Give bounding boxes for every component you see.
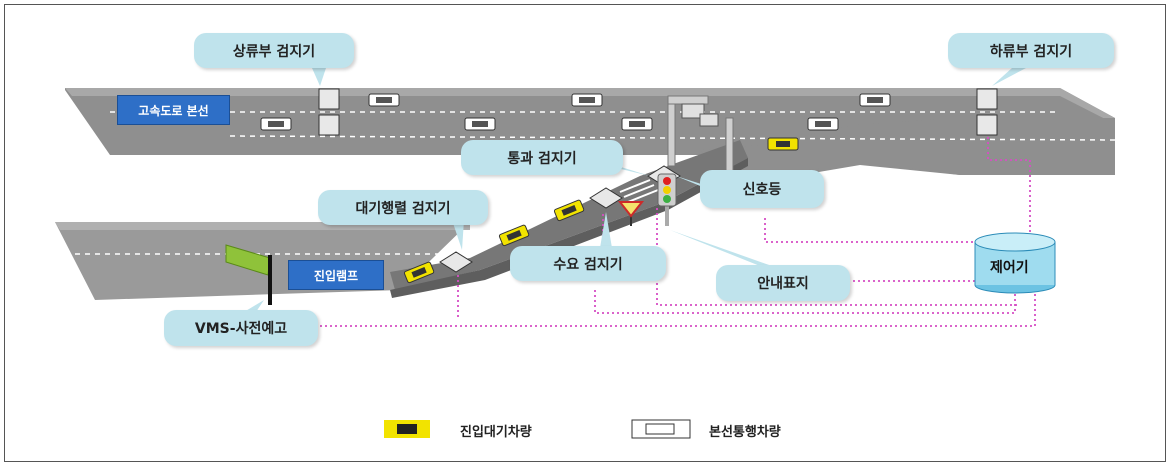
demand-detector-loop — [589, 187, 623, 209]
guide-sign-icon — [617, 201, 645, 226]
cctv-camera — [667, 95, 734, 189]
vms-label: VMS-사전예고 — [164, 310, 318, 346]
waiting-vehicles — [403, 137, 799, 284]
upstream-detector-label: 상류부 검지기 — [194, 33, 354, 68]
controller-label: 제어기 — [990, 260, 1029, 276]
traffic-signal-label: 신호등 — [700, 170, 824, 208]
downstream-detector-loops — [976, 88, 998, 136]
controller-cylinder — [974, 232, 1056, 294]
merge-area — [700, 118, 1115, 178]
traffic-signal-icon — [657, 173, 677, 226]
legend-waiting-car-icon — [384, 420, 430, 438]
legend-waiting-label: 진입대기차량 — [460, 425, 532, 440]
downstream-detector-label: 하류부 검지기 — [948, 33, 1114, 68]
queue-detector-loop — [439, 251, 473, 273]
entry-ramp-edge — [390, 158, 748, 298]
stop-bar — [619, 179, 659, 203]
vms-sign-icon — [225, 244, 272, 305]
entry-ramp-tag: 진입램프 — [288, 260, 384, 290]
queue-detector-label: 대기행렬 검지기 — [318, 190, 488, 225]
legend-mainline-label: 본선통행차량 — [709, 425, 781, 440]
guide-sign-label: 안내표지 — [716, 265, 850, 301]
passage-detector-label: 통과 검지기 — [461, 140, 623, 175]
mainline-tag: 고속도로 본선 — [117, 95, 230, 125]
legend-mainline-car-icon — [631, 419, 691, 439]
demand-detector-label: 수요 검지기 — [510, 246, 666, 281]
mainline-vehicle-windows — [268, 97, 883, 127]
upstream-detector-loops — [318, 88, 340, 136]
